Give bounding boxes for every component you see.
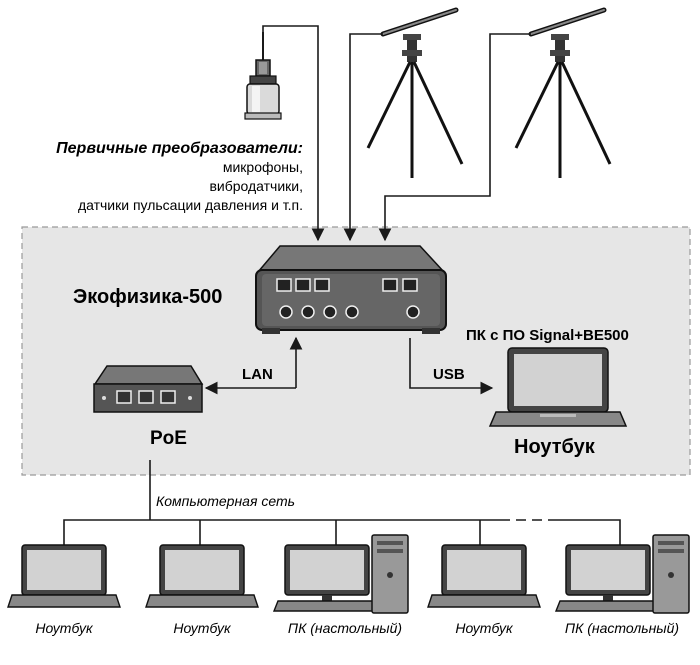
software-label: ПК с ПО Signal+BE500	[466, 327, 629, 344]
laptop-label: Ноутбук	[514, 436, 596, 458]
client-desktop-icon	[554, 534, 690, 614]
sensor-type-pressure: датчики пульсации давления и т.п.	[78, 197, 303, 213]
client-desktop-icon	[272, 534, 409, 614]
lan-label: LAN	[242, 366, 273, 383]
client-label: Ноутбук	[35, 620, 94, 636]
poe-switch-icon	[93, 365, 204, 413]
client-label: ПК (настольный)	[565, 620, 679, 636]
client-label: Ноутбук	[455, 620, 514, 636]
laptop-icon	[488, 347, 628, 427]
client-laptop-icon	[145, 544, 259, 608]
usb-label: USB	[433, 366, 465, 383]
client-label: Ноутбук	[173, 620, 232, 636]
microphone-tripod-icon	[366, 7, 464, 178]
lan-link	[204, 336, 303, 395]
sensor-cables	[262, 25, 531, 242]
analyzer-device-icon	[255, 245, 447, 334]
network-label: Компьютерная сеть	[156, 493, 295, 509]
vibration-sensor-icon	[244, 32, 282, 120]
client-laptop-icon	[427, 544, 541, 608]
sensor-type-microphones: микрофоны,	[223, 159, 303, 175]
usb-link	[409, 338, 494, 395]
device-name: Экофизика-500	[73, 286, 222, 308]
sensor-type-vibration: вибродатчики,	[209, 178, 303, 194]
microphone-tripod-icon	[514, 7, 612, 178]
sensors-title: Первичные преобразователи:	[56, 140, 303, 157]
client-laptop-icon	[7, 544, 121, 608]
poe-label: PoE	[150, 428, 187, 449]
network-lines	[63, 460, 621, 548]
client-label: ПК (настольный)	[288, 620, 402, 636]
